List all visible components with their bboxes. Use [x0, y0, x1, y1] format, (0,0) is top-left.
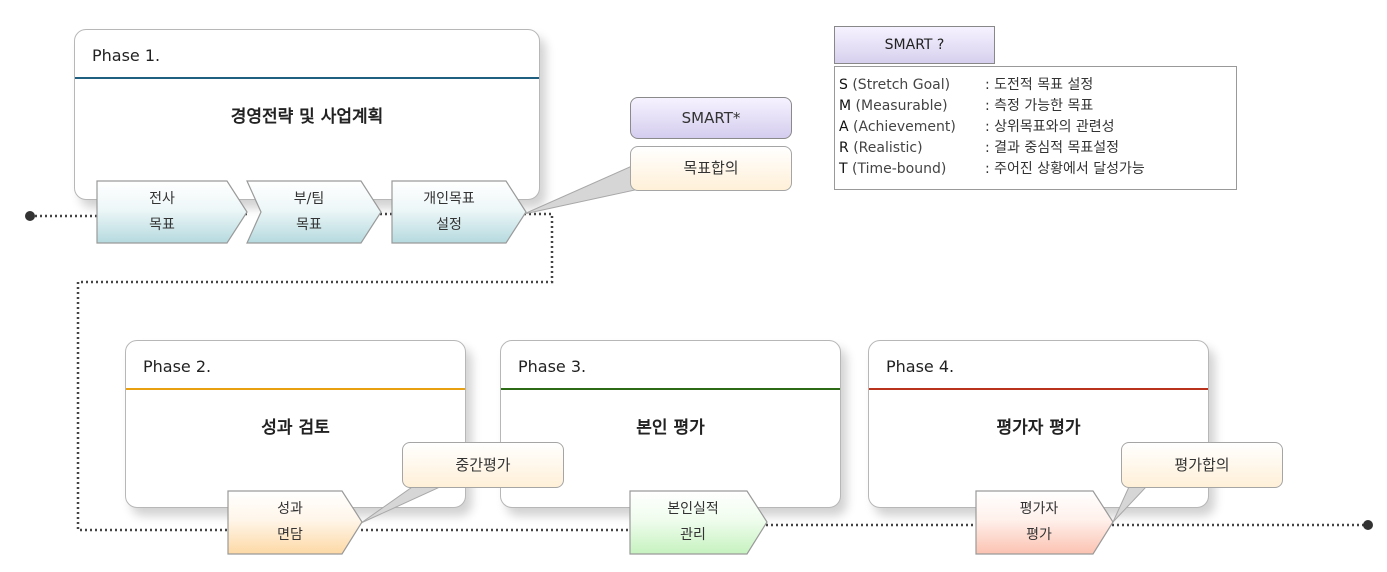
smart-legend-title: SMART ? [834, 26, 995, 64]
step-performance-interview-line2: 면담 [277, 527, 303, 543]
step-self-performance-line2: 관리 [680, 527, 706, 543]
mid-eval-callout: 중간평가 [402, 442, 564, 488]
smart-desc: : 측정 가능한 목표 [985, 98, 1094, 114]
smart-term: (Realistic) [853, 140, 923, 156]
step-personal-goal: 개인목표 설정 [391, 180, 527, 244]
phase-4-body: 평가자 평가 [996, 418, 1081, 438]
step-team-goal: 부/팀 목표 [246, 180, 382, 244]
smart-row-a: A (Achievement) : 상위목표와의 관련성 [839, 118, 1115, 136]
phase-3-body: 본인 평가 [636, 418, 705, 438]
smart-letter: M [839, 98, 852, 114]
step-team-goal-line1: 부/팀 [293, 191, 325, 207]
step-personal-goal-line2: 설정 [436, 217, 462, 233]
smart-term: (Time-bound) [852, 161, 947, 177]
start-point [25, 211, 35, 221]
step-performance-interview-line1: 성과 [277, 501, 303, 517]
phase-1-body: 경영전략 및 사업계획 [230, 107, 384, 127]
smart-star-label: SMART* [630, 97, 792, 139]
step-evaluator-eval: 평가자 평가 [975, 490, 1114, 555]
step-team-goal-line2: 목표 [296, 217, 322, 233]
phase-2-divider [126, 388, 465, 390]
phase-4-divider [869, 388, 1208, 390]
phase-2-title: Phase 2. [143, 357, 212, 376]
phase-1-title: Phase 1. [92, 46, 161, 65]
smart-row-t: T (Time-bound) : 주어진 상황에서 달성가능 [839, 160, 1145, 178]
step-evaluator-eval-line1: 평가자 [1019, 501, 1059, 517]
smart-row-m: M (Measurable) : 측정 가능한 목표 [839, 97, 1093, 115]
eval-agreement-callout: 평가합의 [1121, 442, 1283, 488]
smart-term: (Stretch Goal) [852, 77, 951, 93]
step-performance-interview: 성과 면담 [227, 490, 363, 555]
smart-term: (Achievement) [853, 119, 956, 135]
smart-legend: S (Stretch Goal) : 도전적 목표 설정 M (Measurab… [834, 66, 1237, 190]
step-personal-goal-line1: 개인목표 [423, 191, 475, 207]
step-evaluator-eval-line2: 평가 [1026, 527, 1052, 543]
smart-letter: A [839, 119, 849, 135]
smart-letter: S [839, 77, 848, 93]
smart-desc: : 주어진 상황에서 달성가능 [985, 161, 1145, 177]
phase-1-box: Phase 1. 경영전략 및 사업계획 [74, 29, 540, 200]
step-company-goal: 전사 목표 [96, 180, 248, 244]
step-self-performance: 본인실적 관리 [629, 490, 768, 555]
smart-letter: T [839, 161, 848, 177]
smart-row-s: S (Stretch Goal) : 도전적 목표 설정 [839, 76, 1093, 94]
smart-desc: : 도전적 목표 설정 [985, 77, 1094, 93]
goal-agreement-callout: 목표합의 [630, 146, 792, 191]
step-company-goal-line2: 목표 [149, 217, 175, 233]
step-self-performance-line1: 본인실적 [667, 501, 719, 517]
phase-3-title: Phase 3. [518, 357, 587, 376]
smart-letter: R [839, 140, 849, 156]
smart-term: (Measurable) [855, 98, 948, 114]
step-company-goal-line1: 전사 [149, 191, 175, 207]
phase-2-body: 성과 검토 [261, 418, 330, 438]
smart-desc: : 상위목표와의 관련성 [985, 119, 1115, 135]
smart-row-r: R (Realistic) : 결과 중심적 목표설정 [839, 139, 1119, 157]
phase-3-divider [501, 388, 840, 390]
end-point [1363, 520, 1373, 530]
smart-desc: : 결과 중심적 목표설정 [985, 140, 1119, 156]
phase-4-title: Phase 4. [886, 357, 955, 376]
phase-1-divider [75, 77, 539, 79]
